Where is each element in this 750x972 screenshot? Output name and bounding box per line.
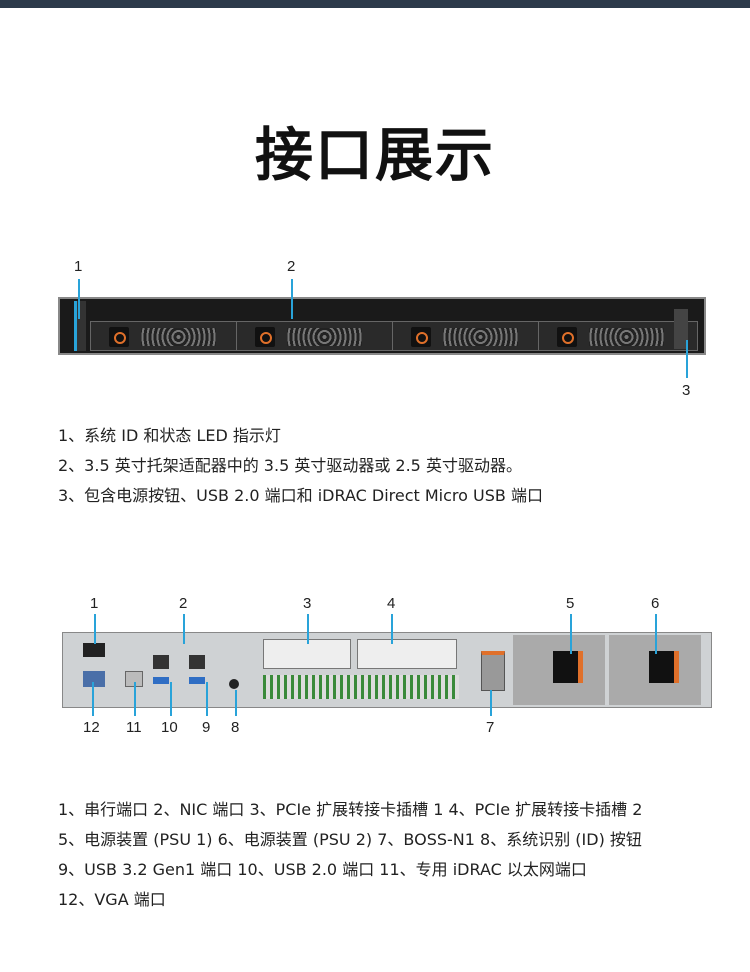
front-caption: 3、包含电源按钮、USB 2.0 端口和 iDRAC Direct Micro … (58, 486, 543, 505)
vga-port (83, 671, 105, 687)
drive-bay (392, 321, 552, 351)
nic-port (189, 655, 205, 669)
callout-2: 2 (179, 595, 188, 612)
callout-8: 8 (231, 719, 240, 736)
rear-caption: 12、VGA 端口 (58, 890, 166, 909)
rear-caption: 5、电源装置 (PSU 1) 6、电源装置 (PSU 2) 7、BOSS-N1 … (58, 830, 642, 849)
drive-bay (90, 321, 250, 351)
nic-port (153, 655, 169, 669)
callout-9: 9 (202, 719, 211, 736)
callout-line (307, 614, 309, 644)
control-panel (674, 309, 688, 349)
status-led-panel (74, 301, 86, 351)
callout-line (206, 682, 208, 716)
id-button (229, 679, 239, 689)
drive-bay (538, 321, 698, 351)
page-title: 接口展示 (254, 121, 495, 189)
callout-line (570, 614, 572, 654)
drive-bay (236, 321, 396, 351)
callout-7: 7 (486, 719, 495, 736)
rear-caption: 9、USB 3.2 Gen1 端口 10、USB 2.0 端口 11、专用 iD… (58, 860, 587, 879)
callout-3: 3 (303, 595, 312, 612)
front-caption: 2、3.5 英寸托架适配器中的 3.5 英寸驱动器或 2.5 英寸驱动器。 (58, 456, 522, 475)
callout-line (490, 690, 492, 716)
callout-11: 11 (126, 719, 142, 736)
usb-port (153, 677, 169, 684)
front-chassis (58, 297, 706, 355)
boss-n1 (481, 651, 505, 691)
rear-caption: 1、串行端口 2、NIC 端口 3、PCIe 扩展转接卡插槽 1 4、PCIe … (58, 800, 643, 819)
callout-6: 6 (651, 595, 660, 612)
callout-4: 4 (387, 595, 396, 612)
pcie-slot-2 (357, 639, 457, 669)
callout-line (92, 682, 94, 716)
callout-line (183, 614, 185, 644)
callout-line (78, 279, 80, 319)
callout-1: 1 (74, 258, 83, 275)
callout-line (686, 340, 688, 378)
callout-line (134, 682, 136, 716)
callout-3: 3 (682, 382, 691, 399)
callout-line (655, 614, 657, 654)
callout-line (170, 682, 172, 716)
callout-line (235, 690, 237, 716)
callout-10: 10 (161, 719, 178, 736)
rear-chassis (62, 632, 712, 708)
callout-line (291, 279, 293, 319)
top-bar (0, 0, 750, 8)
callout-line (391, 614, 393, 644)
callout-12: 12 (83, 719, 100, 736)
pcie-low (263, 675, 459, 699)
callout-5: 5 (566, 595, 575, 612)
usb-port (189, 677, 205, 684)
callout-1: 1 (90, 595, 99, 612)
callout-line (94, 614, 96, 644)
callout-2: 2 (287, 258, 296, 275)
front-caption: 1、系统 ID 和状态 LED 指示灯 (58, 426, 281, 445)
psu-1 (513, 635, 605, 705)
serial-port (83, 643, 105, 657)
